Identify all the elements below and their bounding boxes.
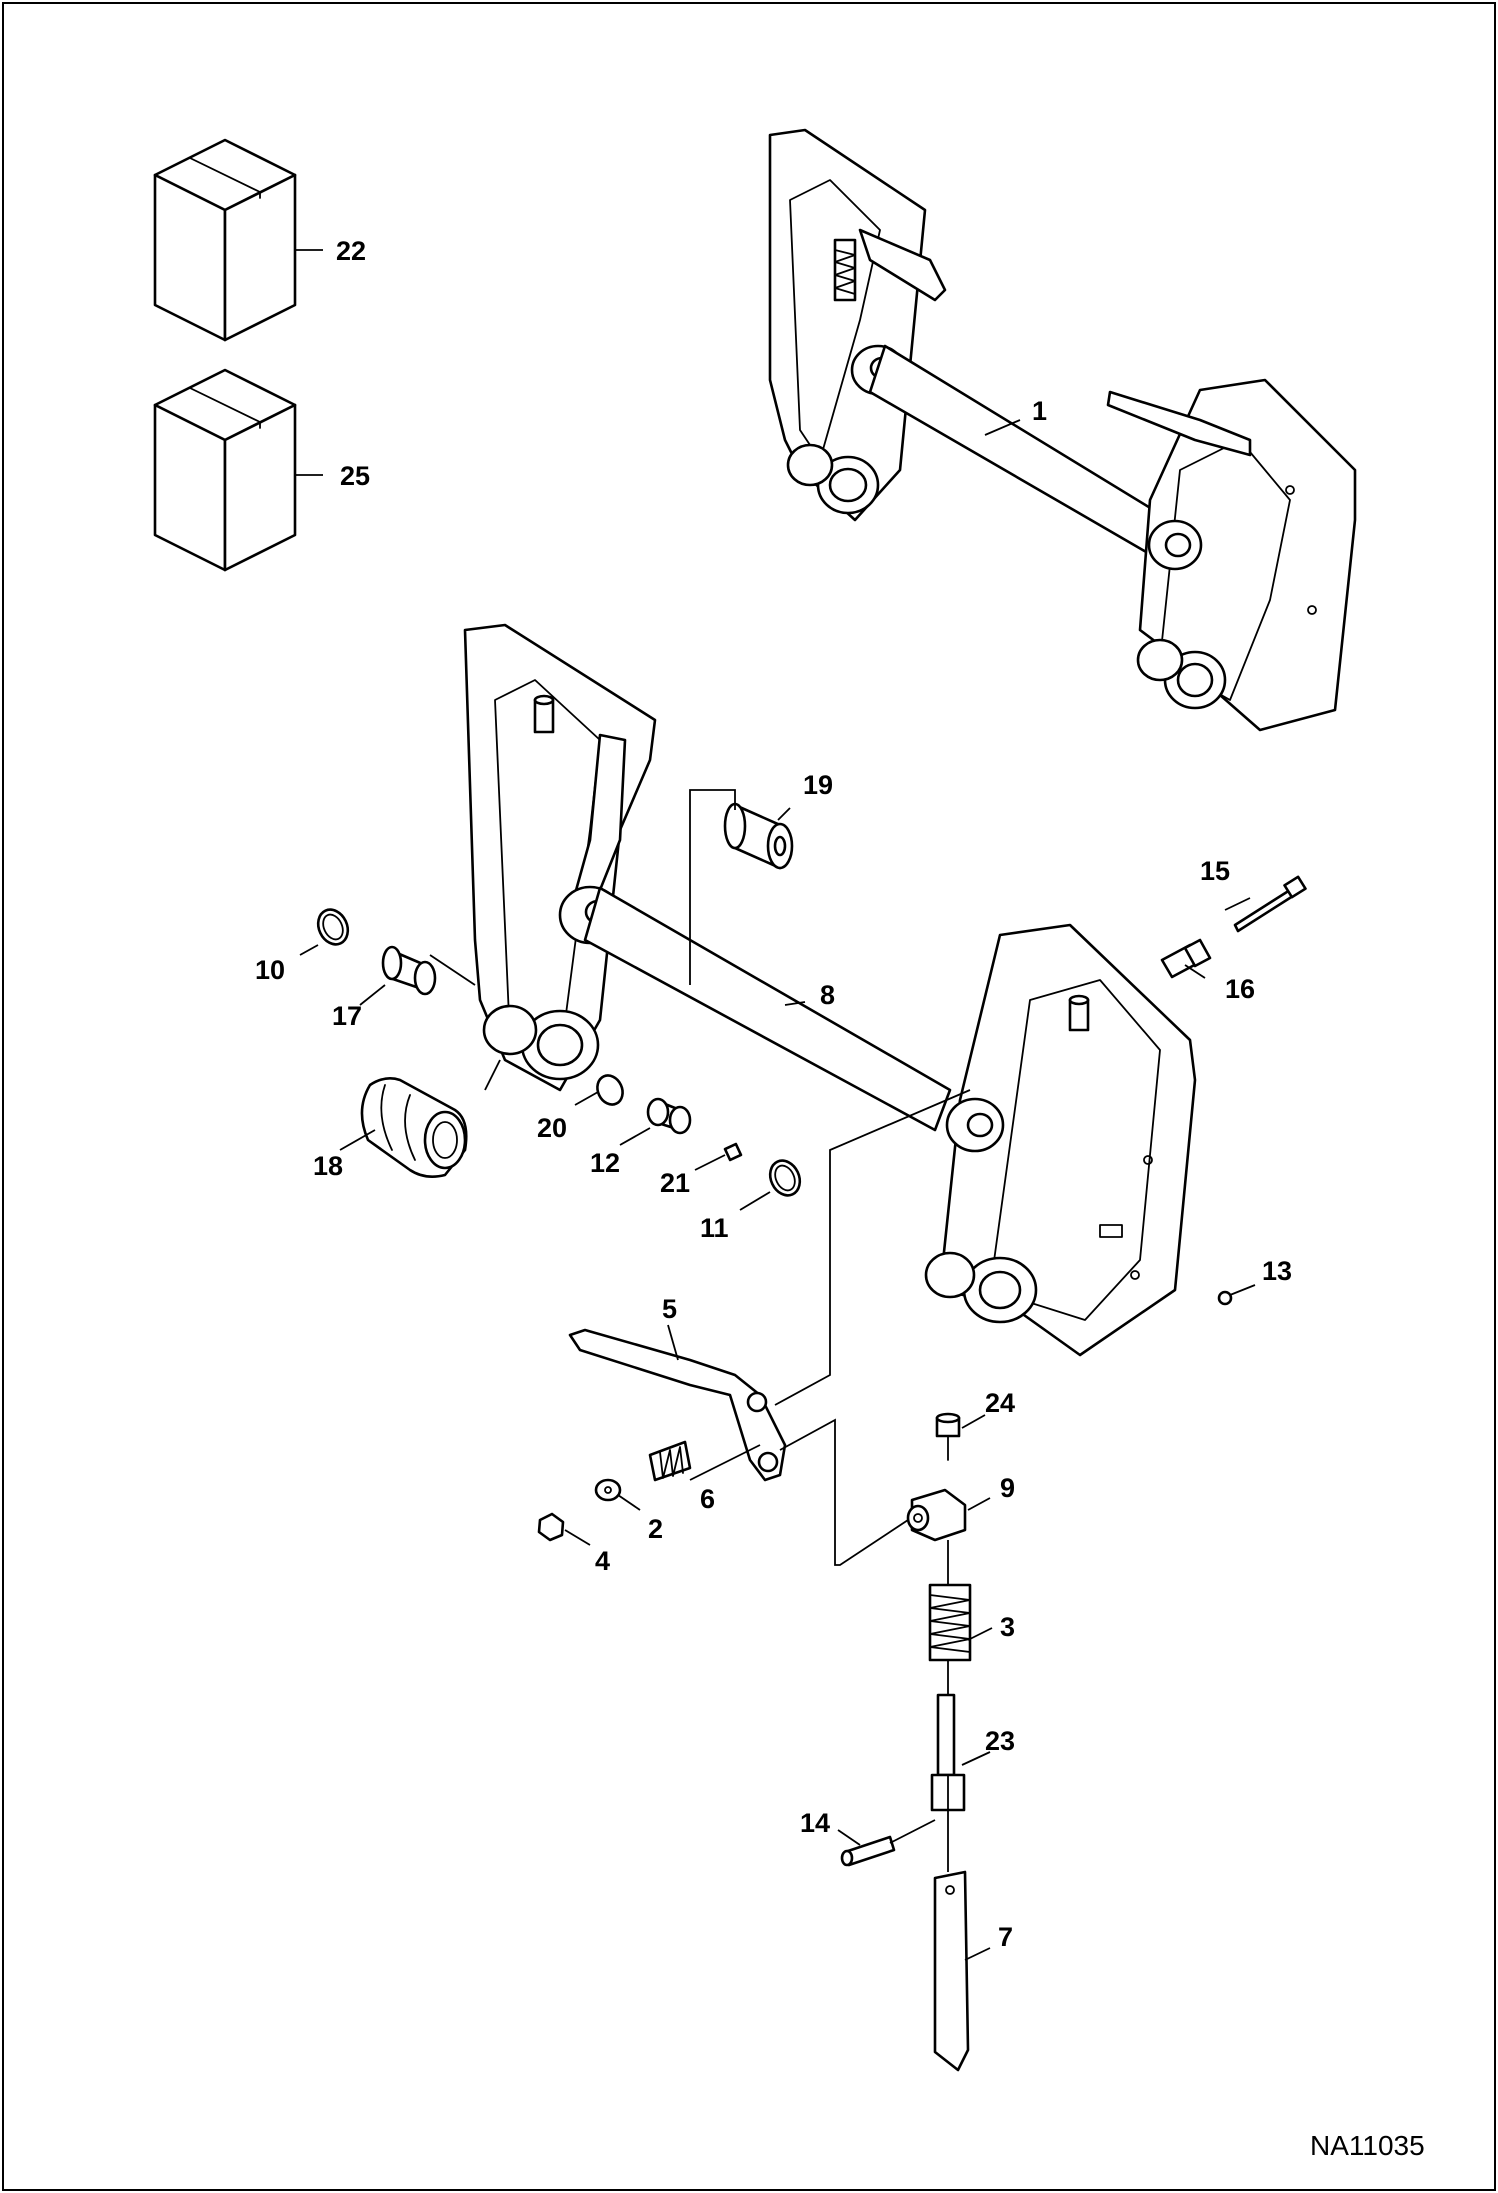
callout-4: 4 [595, 1546, 610, 1576]
bushing-18 [360, 1077, 468, 1178]
quick-tach-assembly [768, 128, 1357, 732]
callout-24: 24 [985, 1388, 1015, 1418]
ring-20 [596, 1074, 624, 1106]
callout-9: 9 [1000, 1473, 1015, 1503]
frame-exploded [463, 623, 1197, 1357]
callout-13: 13 [1262, 1256, 1292, 1286]
callout-12: 12 [590, 1148, 620, 1178]
callout-14: 14 [800, 1808, 830, 1838]
callout-16: 16 [1225, 974, 1255, 1004]
bushing-17 [381, 945, 437, 996]
spring-3 [928, 1583, 972, 1662]
bracket-9 [906, 1488, 967, 1542]
callout-3: 3 [1000, 1612, 1015, 1642]
callout-19: 19 [803, 770, 833, 800]
ring-11 [768, 1159, 802, 1197]
bolt-15 [1233, 875, 1307, 933]
callout-6: 6 [700, 1484, 715, 1514]
callout-15: 15 [1200, 856, 1230, 886]
callout-22: 22 [336, 236, 366, 266]
callout-8: 8 [820, 980, 835, 1010]
callout-18: 18 [313, 1151, 343, 1181]
callout-25: 25 [340, 461, 370, 491]
callout-17: 17 [332, 1001, 362, 1031]
kit-box-25 [153, 368, 297, 572]
washer-2 [594, 1478, 622, 1502]
spacer-16 [1160, 938, 1212, 979]
blade-7 [933, 1870, 970, 2072]
callout-5: 5 [662, 1294, 677, 1324]
rod-23 [930, 1693, 966, 1812]
callout-7: 7 [998, 1922, 1013, 1952]
plug-13 [1217, 1290, 1233, 1306]
callout-23: 23 [985, 1726, 1015, 1756]
screw-24 [935, 1412, 961, 1461]
cap-12 [646, 1097, 692, 1135]
pin-14 [840, 1835, 896, 1867]
callout-2: 2 [648, 1514, 663, 1544]
nut-4 [537, 1512, 565, 1542]
ring-10 [316, 908, 350, 946]
leader-lines [295, 249, 1256, 1961]
callout-labels: 22 25 1 19 15 16 8 10 17 18 20 12 21 11 … [255, 236, 1292, 1952]
drawing-number: NA11035 [1310, 2130, 1425, 2161]
callout-20: 20 [537, 1113, 567, 1143]
fitting-21 [723, 1142, 743, 1162]
callout-11: 11 [700, 1213, 729, 1243]
callout-21: 21 [660, 1168, 690, 1198]
callout-10: 10 [255, 955, 285, 985]
callout-1: 1 [1032, 396, 1047, 426]
bushing-19 [723, 802, 794, 870]
kit-box-22 [153, 138, 297, 342]
spring-6 [648, 1440, 692, 1482]
